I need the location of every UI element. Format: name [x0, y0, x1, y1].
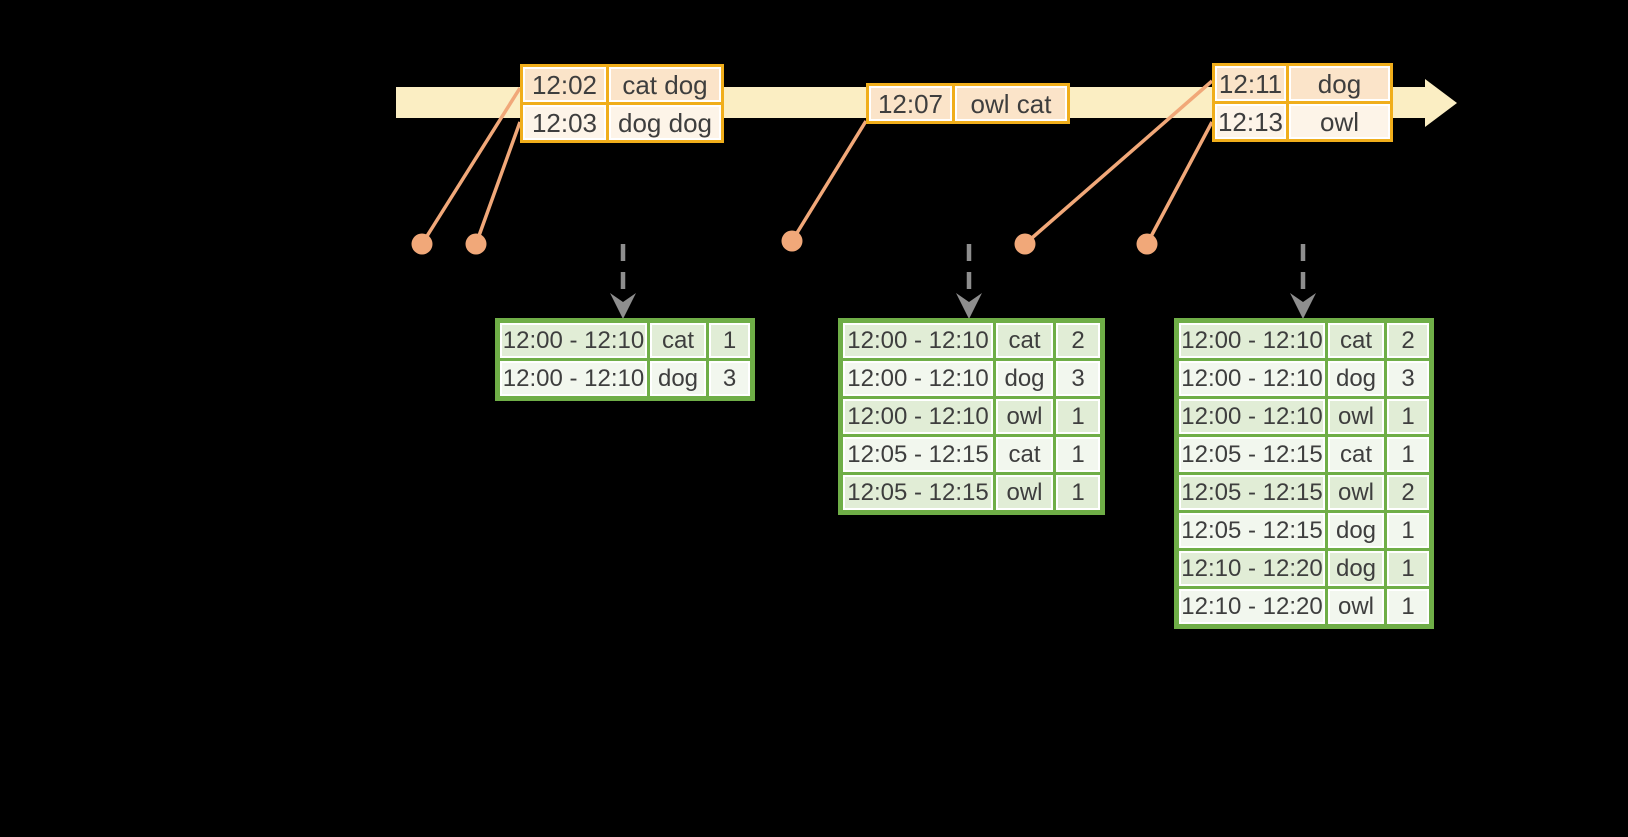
window-cell: 12:10 - 12:20 — [1179, 589, 1325, 624]
window-cell: 12:00 - 12:10 — [500, 361, 647, 396]
count-cell: 3 — [1387, 361, 1429, 396]
word-cell: owl — [996, 399, 1053, 434]
event-connector-line — [474, 121, 522, 245]
event-words-cell: dog dog — [609, 105, 721, 140]
event-time-cell: 12:02 — [523, 67, 606, 102]
event-marker-dot — [1014, 233, 1036, 255]
word-cell: dog — [650, 361, 706, 396]
trigger-arrow-down-icon — [956, 293, 982, 319]
event-time-cell: 12:11 — [1215, 66, 1286, 101]
count-cell: 1 — [1056, 475, 1100, 510]
result-table-2: 12:00 - 12:10 cat 2 12:00 - 12:10 dog 3 … — [838, 318, 1105, 515]
word-cell: owl — [1328, 475, 1384, 510]
window-cell: 12:10 - 12:20 — [1179, 551, 1325, 586]
count-cell: 3 — [1056, 361, 1100, 396]
count-cell: 1 — [1387, 513, 1429, 548]
timeline-arrow-right-icon — [1425, 79, 1457, 127]
event-words-cell: owl cat — [955, 86, 1067, 121]
event-table-3: 12:11 dog 12:13 owl — [1212, 63, 1393, 142]
word-cell: owl — [996, 475, 1053, 510]
count-cell: 2 — [1387, 323, 1429, 358]
window-cell: 12:00 - 12:10 — [843, 361, 993, 396]
event-marker-dot — [411, 233, 433, 255]
window-cell: 12:00 - 12:10 — [843, 399, 993, 434]
window-cell: 12:05 - 12:15 — [1179, 513, 1325, 548]
word-cell: cat — [996, 437, 1053, 472]
event-marker-dot — [465, 233, 487, 255]
word-cell: dog — [1328, 513, 1384, 548]
window-cell: 12:05 - 12:15 — [1179, 437, 1325, 472]
count-cell: 1 — [1387, 437, 1429, 472]
count-cell: 1 — [1056, 437, 1100, 472]
word-cell: cat — [996, 323, 1053, 358]
event-connector-line — [420, 87, 522, 245]
window-cell: 12:00 - 12:10 — [500, 323, 647, 358]
event-connector-line — [790, 120, 868, 242]
count-cell: 1 — [1387, 399, 1429, 434]
count-cell: 1 — [1056, 399, 1100, 434]
word-cell: dog — [1328, 551, 1384, 586]
word-cell: owl — [1328, 399, 1384, 434]
window-cell: 12:05 - 12:15 — [843, 475, 993, 510]
trigger-arrow-down-icon — [1290, 293, 1316, 319]
result-table-3: 12:00 - 12:10 cat 2 12:00 - 12:10 dog 3 … — [1174, 318, 1434, 629]
word-cell: cat — [1328, 323, 1384, 358]
count-cell: 3 — [709, 361, 750, 396]
count-cell: 1 — [1387, 589, 1429, 624]
window-cell: 12:05 - 12:15 — [843, 437, 993, 472]
event-table-1: 12:02 cat dog 12:03 dog dog — [520, 64, 724, 143]
event-connector-line — [1145, 121, 1214, 245]
count-cell: 2 — [1387, 475, 1429, 510]
window-cell: 12:05 - 12:15 — [1179, 475, 1325, 510]
event-marker-dot — [781, 230, 803, 252]
event-time-cell: 12:07 — [869, 86, 952, 121]
word-cell: cat — [650, 323, 706, 358]
count-cell: 1 — [709, 323, 750, 358]
result-table-1: 12:00 - 12:10 cat 1 12:00 - 12:10 dog 3 — [495, 318, 755, 401]
word-cell: dog — [996, 361, 1053, 396]
window-cell: 12:00 - 12:10 — [843, 323, 993, 358]
window-cell: 12:00 - 12:10 — [1179, 361, 1325, 396]
event-words-cell: cat dog — [609, 67, 721, 102]
event-connector-line — [1023, 79, 1214, 246]
trigger-arrow-down-icon — [610, 293, 636, 319]
count-cell: 1 — [1387, 551, 1429, 586]
event-table-2: 12:07 owl cat — [866, 83, 1070, 124]
event-time-cell: 12:03 — [523, 105, 606, 140]
window-cell: 12:00 - 12:10 — [1179, 323, 1325, 358]
event-marker-dot — [1136, 233, 1158, 255]
event-time-cell: 12:13 — [1215, 104, 1286, 139]
word-cell: cat — [1328, 437, 1384, 472]
count-cell: 2 — [1056, 323, 1100, 358]
event-words-cell: owl — [1289, 104, 1390, 139]
word-cell: owl — [1328, 589, 1384, 624]
word-cell: dog — [1328, 361, 1384, 396]
window-cell: 12:00 - 12:10 — [1179, 399, 1325, 434]
event-words-cell: dog — [1289, 66, 1390, 101]
